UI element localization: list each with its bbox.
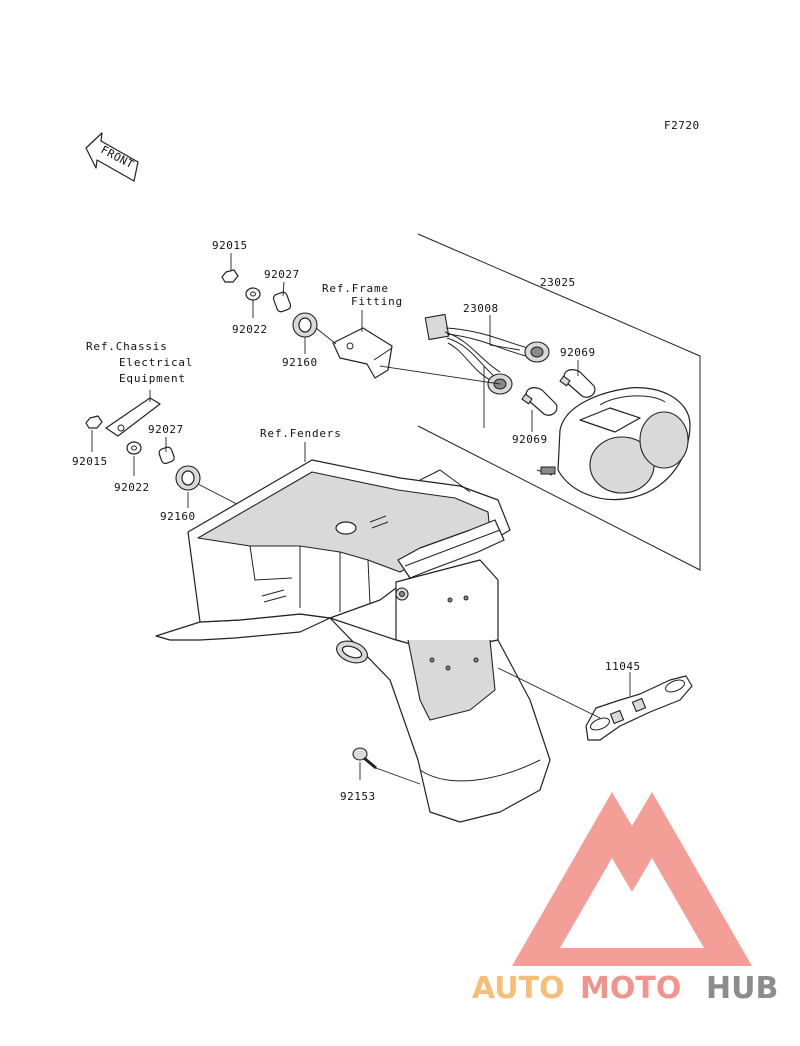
grommet-92160-upper — [292, 312, 318, 338]
bulb-92069-upper — [559, 369, 596, 398]
leader-bracket-to-harness — [379, 365, 501, 385]
ref-frame-line1: Ref.Frame — [322, 282, 389, 295]
watermark-text-moto: MOTO — [580, 971, 681, 1006]
nut-92015-lower — [85, 415, 103, 429]
frame-fitting-bracket — [332, 327, 393, 379]
part-label-92022-lower: 92022 — [114, 481, 150, 494]
ref-frame-line2: Fitting — [351, 295, 403, 308]
washer-92022-upper — [245, 287, 261, 301]
grommet-92160-lower — [175, 465, 201, 491]
front-arrow-icon: FRONT — [85, 132, 139, 182]
part-label-92027-lower: 92027 — [148, 423, 184, 436]
figure-code: F2720 — [664, 119, 700, 132]
automotohub-watermark: AUTO MOTO HUB — [472, 792, 778, 1006]
part-label-92027-upper: 92027 — [264, 268, 300, 281]
license-plate-bracket-11045 — [585, 675, 693, 741]
tail-light-assembly-box — [417, 233, 701, 571]
leader-bolt-to-fender — [375, 767, 421, 785]
washer-92022-lower — [126, 441, 142, 455]
leader-fender-to-plate-bracket — [497, 667, 601, 719]
label-leaders — [91, 253, 631, 780]
watermark-logo-icon — [512, 792, 752, 966]
ref-fenders: Ref.Fenders — [260, 427, 342, 440]
part-label-92160-upper: 92160 — [282, 356, 318, 369]
part-label-23008: 23008 — [463, 302, 499, 315]
part-label-23025: 23025 — [540, 276, 576, 289]
part-label-92160-lower: 92160 — [160, 510, 196, 523]
bulb-92069-lower — [521, 387, 558, 416]
part-label-92015-lower: 92015 — [72, 455, 108, 468]
part-label-11045: 11045 — [605, 660, 641, 673]
rear-fender — [155, 459, 551, 823]
part-label-92015-upper: 92015 — [212, 239, 248, 252]
fender-cable-channel — [397, 519, 505, 579]
nut-92015-upper — [221, 269, 239, 283]
part-label-92153: 92153 — [340, 790, 376, 803]
part-label-92069-lower: 92069 — [512, 433, 548, 446]
ref-chassis-line2: Electrical — [119, 356, 193, 369]
collar-92027-lower — [158, 446, 175, 465]
watermark-text-auto: AUTO — [472, 971, 565, 1006]
part-label-92022-upper: 92022 — [232, 323, 268, 336]
ref-chassis-line1: Ref.Chassis — [86, 340, 168, 353]
watermark-text-hub: HUB — [706, 971, 778, 1006]
leader-grommet-to-bracket — [315, 327, 337, 345]
ref-chassis-line3: Equipment — [119, 372, 186, 385]
chassis-bracket-plate — [105, 397, 161, 437]
part-label-92069-upper: 92069 — [560, 346, 596, 359]
collar-92027-upper — [272, 291, 292, 313]
bolt-92153 — [352, 747, 377, 770]
tail-light-housing — [536, 387, 691, 501]
